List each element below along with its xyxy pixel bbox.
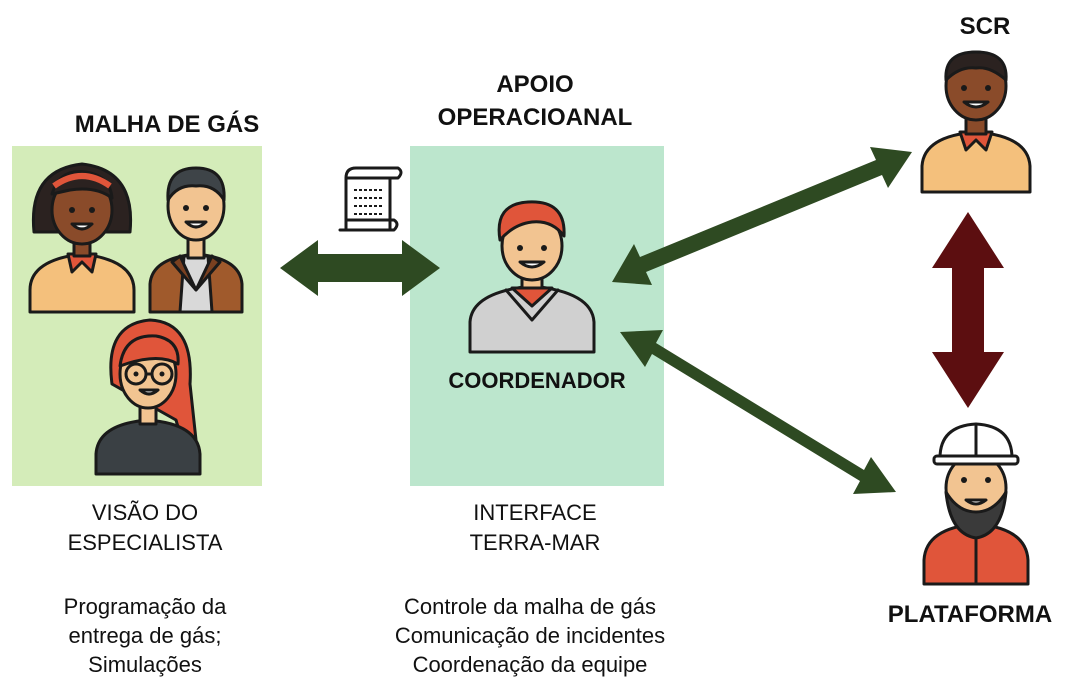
malha-title: MALHA DE GÁS <box>74 111 260 138</box>
apoio-subtitle-line2: TERRA-MAR <box>469 530 601 555</box>
malha-description: Programação da entrega de gás; Simulaçõe… <box>20 592 270 679</box>
apoio-title: APOIO OPERACIOANAL <box>380 68 690 134</box>
arrow-apoio-scr <box>612 147 912 285</box>
apoio-description: Controle da malha de gás Comunicação de … <box>340 592 720 679</box>
malha-desc-line2: entrega de gás; <box>68 623 222 648</box>
malha-subtitle-line2: ESPECIALISTA <box>67 530 223 555</box>
coordinator-icon <box>468 200 596 354</box>
malha-desc-line3: Simulações <box>88 652 202 677</box>
malha-subtitle: VISÃO DO ESPECIALISTA <box>20 498 270 558</box>
coordinator-label: COORDENADOR <box>448 368 626 393</box>
malha-subtitle-line1: VISÃO DO <box>91 500 199 525</box>
arrow-scr-plataforma <box>932 212 1004 408</box>
apoio-desc-line1: Controle da malha de gás <box>404 594 656 619</box>
arrow-apoio-plataforma <box>620 330 896 494</box>
apoio-subtitle: INTERFACE TERRA-MAR <box>400 498 670 558</box>
woman-icon <box>28 162 136 314</box>
arrow-malha-apoio <box>280 240 440 296</box>
malha-desc-line1: Programação da <box>63 594 227 619</box>
scr-person-icon <box>920 50 1032 194</box>
document-icon <box>338 166 403 232</box>
apoio-title-line2: OPERACIOANAL <box>437 104 633 131</box>
apoio-subtitle-line1: INTERFACE <box>473 500 597 525</box>
apoio-title-line1: APOIO <box>496 71 574 98</box>
apoio-desc-line2: Comunicação de incidentes <box>394 623 666 648</box>
apoio-desc-line3: Coordenação da equipe <box>412 652 648 677</box>
woman-glasses-icon <box>94 318 202 476</box>
man-icon <box>148 166 244 314</box>
platform-worker-icon <box>922 422 1030 586</box>
plataforma-title: PLATAFORMA <box>887 601 1053 628</box>
scr-title: SCR <box>959 13 1011 40</box>
